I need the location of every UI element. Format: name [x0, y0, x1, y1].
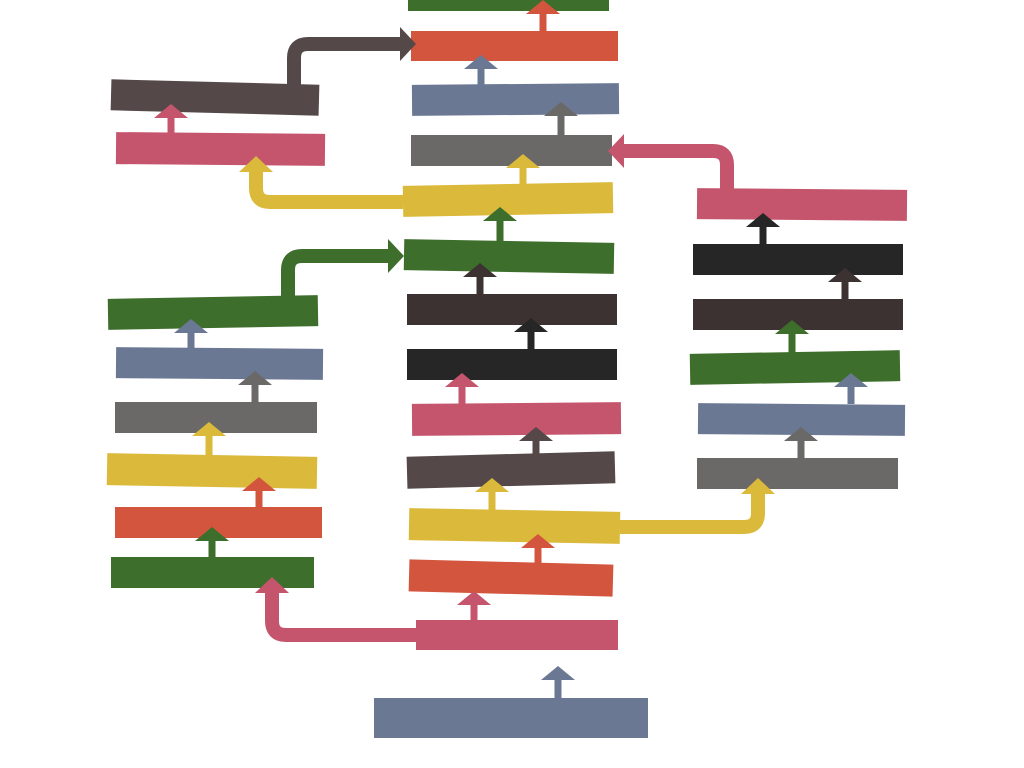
block-c5 [411, 402, 622, 436]
up-arrow-18 [174, 319, 208, 349]
connector-yellow-to-upper-left [239, 156, 403, 209]
block-c3 [408, 508, 621, 544]
block-u1 [115, 132, 326, 166]
block-l3 [106, 453, 318, 489]
up-arrow-6 [445, 373, 479, 404]
block-r6 [696, 188, 908, 221]
connector-green-to-center [281, 239, 404, 297]
block-root [374, 698, 648, 738]
up-arrow-9 [483, 207, 517, 242]
block-c4 [406, 451, 616, 489]
block-l5 [115, 347, 324, 380]
up-arrow-17 [238, 371, 272, 402]
block-c1 [416, 620, 618, 650]
up-arrow-21 [834, 373, 868, 404]
block-c6 [407, 349, 617, 380]
connector-pink-to-left [255, 577, 416, 642]
block-c9 [402, 182, 614, 217]
up-arrow-16 [192, 422, 226, 456]
block-c8 [403, 239, 615, 274]
block-r2 [697, 403, 906, 436]
block-u2 [110, 79, 320, 116]
up-arrow-19 [154, 104, 188, 133]
up-arrow-11 [544, 102, 578, 136]
connector-pink-to-center [608, 134, 734, 189]
up-arrow-20 [784, 427, 818, 458]
block-c11 [411, 83, 620, 116]
up-arrow-8 [463, 263, 497, 295]
connector-yellow-to-right [620, 478, 775, 534]
up-arrow-12 [464, 55, 498, 86]
block-r3 [689, 350, 901, 385]
up-arrow-7 [514, 318, 548, 350]
block-c12 [411, 31, 618, 61]
up-arrow-22 [775, 320, 809, 354]
up-arrow-5 [519, 427, 553, 458]
up-arrow-3 [521, 534, 555, 566]
up-arrow-23 [828, 268, 862, 300]
block-r5 [693, 244, 903, 275]
block-c2 [408, 559, 614, 597]
block-r1 [697, 458, 898, 489]
up-arrow-24 [746, 213, 780, 245]
block-l1 [111, 557, 314, 588]
up-arrow-10 [506, 154, 540, 186]
block-c13 [408, 0, 609, 11]
block-c10 [411, 135, 612, 166]
up-arrow-14 [195, 527, 229, 557]
up-arrow-13 [526, 0, 560, 32]
block-r4 [693, 299, 903, 330]
connector-brown-to-center [287, 27, 416, 86]
block-l6 [107, 295, 319, 330]
up-arrow-4 [475, 478, 509, 512]
block-c7 [407, 294, 617, 325]
up-arrow-2 [457, 591, 491, 620]
up-arrow-15 [242, 477, 276, 507]
up-arrow-1 [541, 666, 575, 698]
